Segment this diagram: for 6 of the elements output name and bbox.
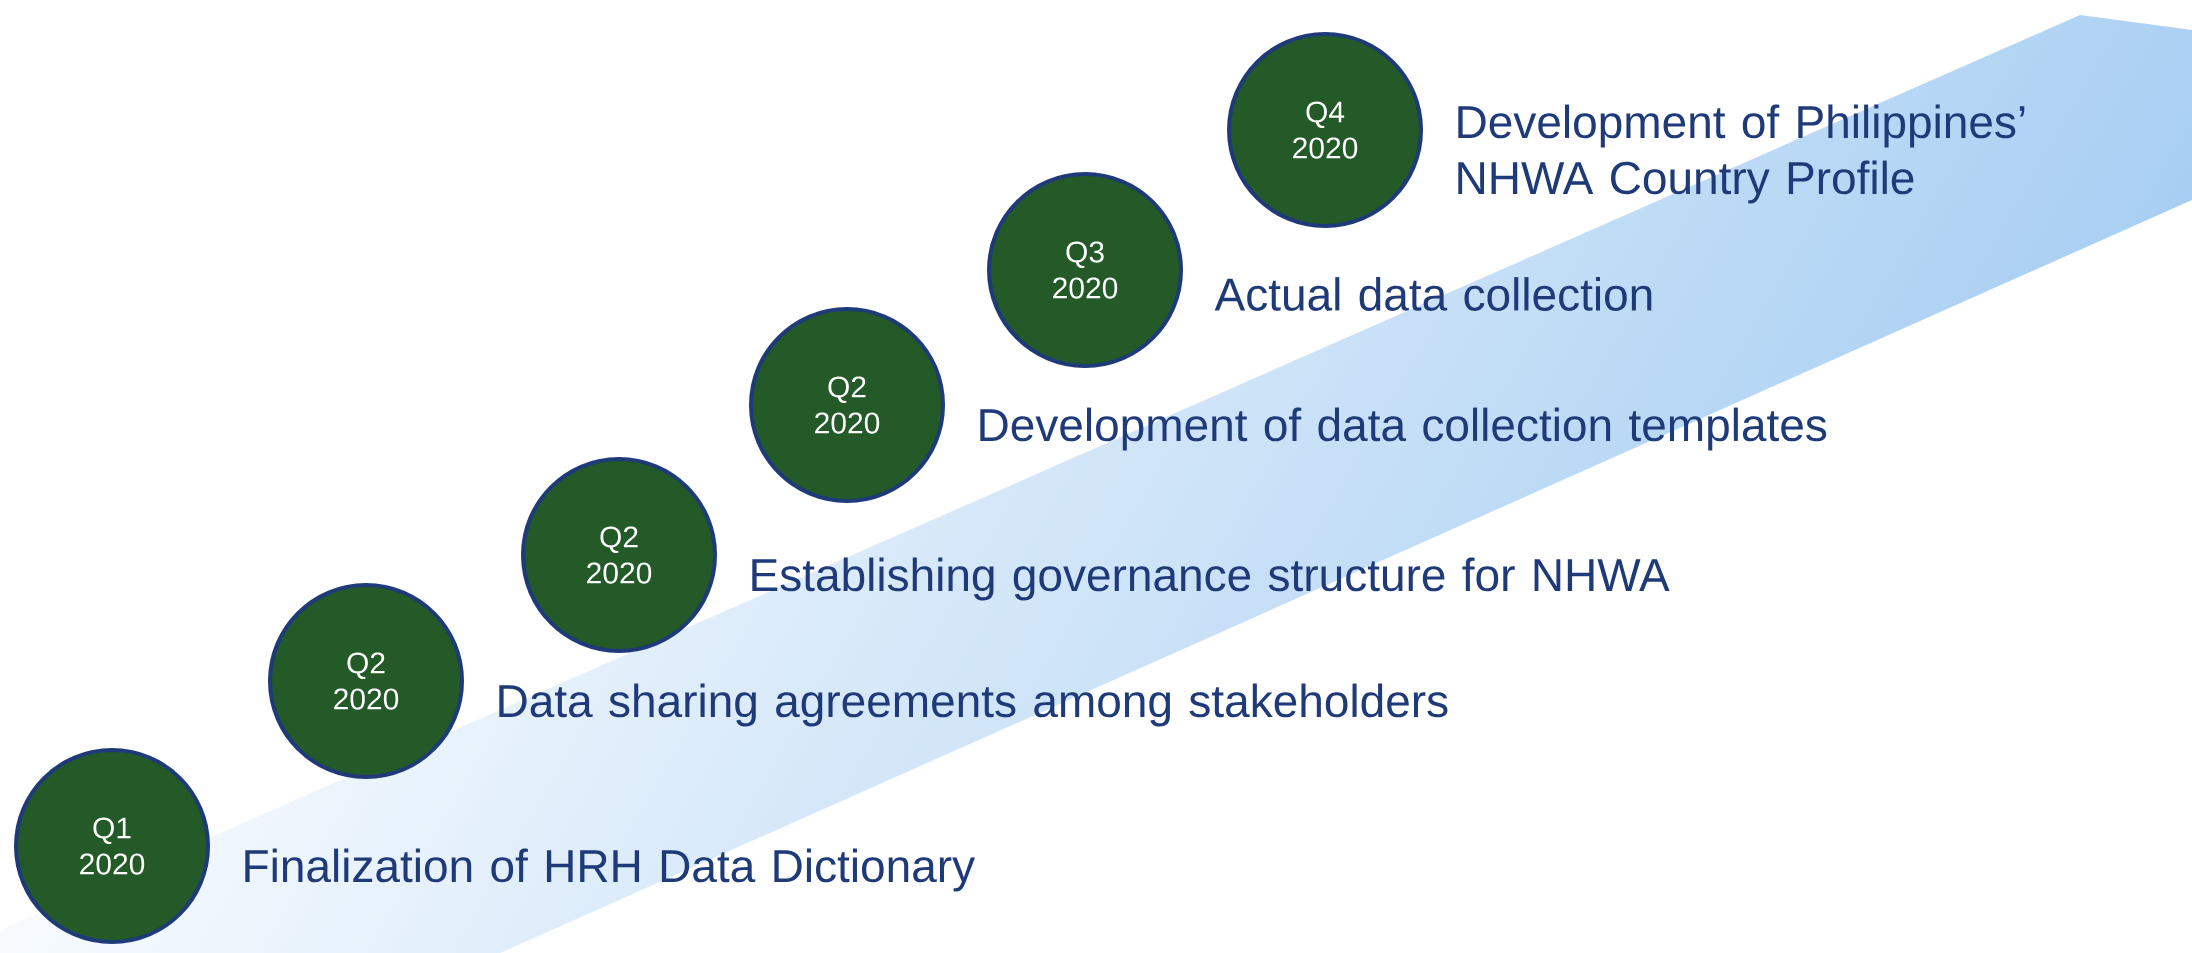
milestone-text: Development of Philippines’ NHWA Country Profile (1458, 104, 2025, 204)
milestone-text: Actual data collection (1214, 277, 1652, 311)
milestone-text: Data sharing agreements among stakeholders (499, 683, 1448, 727)
milestone-text: Finalization of HRH Data Dictionary (245, 848, 975, 892)
milestone-text: Establishing governance structure for NHWA (752, 557, 1670, 601)
milestone-text: Development of data collection templates (980, 407, 1827, 451)
